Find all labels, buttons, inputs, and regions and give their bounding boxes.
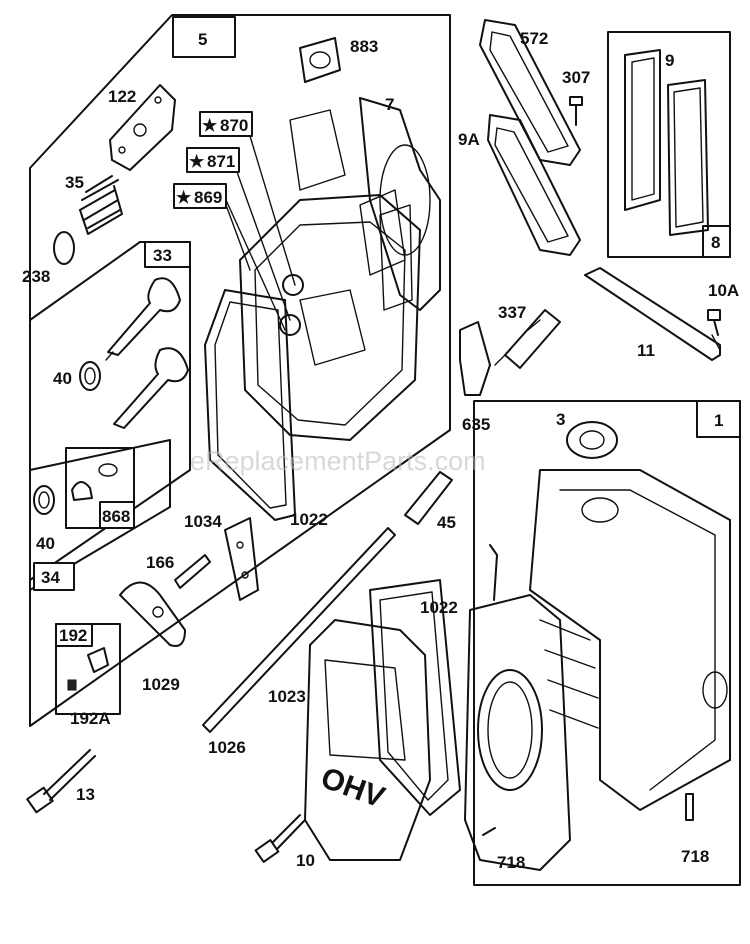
part-valve-intake	[105, 277, 181, 361]
part-35-spring	[79, 175, 123, 235]
part-9a-gasket	[487, 114, 581, 256]
part-40-seal-lower	[33, 485, 55, 515]
label-7: 7	[385, 95, 394, 114]
label-1034: 1034	[184, 512, 222, 531]
kit-leader-lines	[225, 135, 296, 331]
part-718-dowel-left	[482, 827, 496, 836]
label-122: 122	[108, 87, 136, 106]
part-9-gasket-pair	[624, 49, 709, 236]
part-3-oil-seal	[566, 421, 618, 459]
group-label-8: 8	[711, 233, 720, 252]
part-11-dipstick-tube	[584, 267, 721, 361]
part-valve-exhaust	[113, 347, 189, 429]
gasket-group-frame	[607, 31, 731, 258]
label-11: 11	[637, 341, 655, 360]
label-238: 238	[22, 267, 50, 286]
group-label-1: 1	[714, 411, 723, 430]
part-1026-push-rod	[202, 527, 396, 733]
label-40-lower: 40	[36, 534, 55, 553]
label-871: 871	[207, 152, 235, 171]
group-box-192	[55, 623, 93, 647]
group-label-5: 5	[198, 30, 207, 49]
part-572-gasket	[479, 19, 581, 166]
part-40-seal-upper	[79, 361, 101, 391]
part-1023-rocker-cover: OHV	[304, 619, 431, 861]
label-1029: 1029	[142, 675, 180, 694]
group-box-1	[696, 400, 741, 438]
valve-group-frame	[29, 241, 191, 581]
ohv-embossing: OHV	[317, 761, 389, 814]
kit-box-869	[173, 183, 227, 209]
kit-box-871	[186, 147, 240, 173]
group-label-33: 33	[153, 246, 172, 265]
part-45-tappet	[404, 471, 453, 525]
part-10-bolt	[254, 814, 305, 863]
part-1034-plate	[224, 517, 259, 601]
part-122-plate	[109, 84, 176, 171]
label-869: 869	[194, 188, 222, 207]
label-868: 868	[102, 507, 130, 526]
group-box-8	[702, 225, 731, 258]
seal-group-frame	[29, 439, 171, 591]
label-45: 45	[437, 513, 456, 532]
label-166: 166	[146, 553, 174, 572]
label-10: 10	[296, 851, 315, 870]
part-1022-head-gasket	[204, 289, 296, 521]
head-group-frame	[29, 14, 451, 727]
label-192a: 192A	[70, 709, 111, 728]
label-10a: 10A	[708, 281, 739, 300]
watermark: eReplacementParts.com	[190, 446, 486, 476]
kit-box-870	[199, 111, 253, 137]
label-1022-head: 1022	[290, 510, 328, 529]
label-635: 635	[462, 415, 490, 434]
label-307: 307	[562, 68, 590, 87]
label-718-left: 718	[497, 853, 525, 872]
part-166-stud	[174, 554, 211, 589]
part-1029-rocker-arm	[119, 581, 186, 647]
label-40-upper: 40	[53, 369, 72, 388]
label-572: 572	[520, 29, 548, 48]
label-1026: 1026	[208, 738, 246, 757]
group-box-34	[33, 562, 75, 591]
part-13-bolt	[26, 749, 96, 814]
group-label-192: 192	[59, 626, 87, 645]
label-1023: 1023	[268, 687, 306, 706]
group-box-33	[144, 241, 191, 268]
star-871: ★	[189, 152, 205, 171]
label-718-right: 718	[681, 847, 709, 866]
part-1022-cover-gasket	[369, 579, 461, 816]
label-883: 883	[350, 37, 378, 56]
crankcase-group-frame	[473, 400, 741, 886]
group-box-868	[99, 501, 135, 529]
part-883-gasket	[299, 37, 341, 83]
part-868-seals	[71, 463, 118, 501]
part-7-exhaust-gasket	[359, 97, 441, 311]
part-cylinder-head	[239, 109, 421, 441]
part-337-spark-plug	[494, 309, 561, 369]
label-35: 35	[65, 173, 84, 192]
part-307-screw	[569, 96, 583, 126]
part-635-spark-boot	[459, 321, 491, 396]
group-box-5	[172, 16, 236, 58]
star-870: ★	[202, 116, 218, 135]
label-9a: 9A	[458, 130, 480, 149]
part-238-cap	[53, 231, 75, 265]
label-1022-cover: 1022	[420, 598, 458, 617]
label-13: 13	[76, 785, 95, 804]
part-crankcase-block	[464, 469, 731, 871]
label-3: 3	[556, 410, 565, 429]
part-718-dowel-right	[685, 793, 694, 821]
label-9: 9	[665, 51, 674, 70]
part-192-stud	[67, 647, 109, 691]
label-870: 870	[220, 116, 248, 135]
part-10a-bolt	[707, 309, 721, 336]
label-337: 337	[498, 303, 526, 322]
star-869: ★	[176, 188, 192, 207]
group-label-34: 34	[41, 568, 60, 587]
